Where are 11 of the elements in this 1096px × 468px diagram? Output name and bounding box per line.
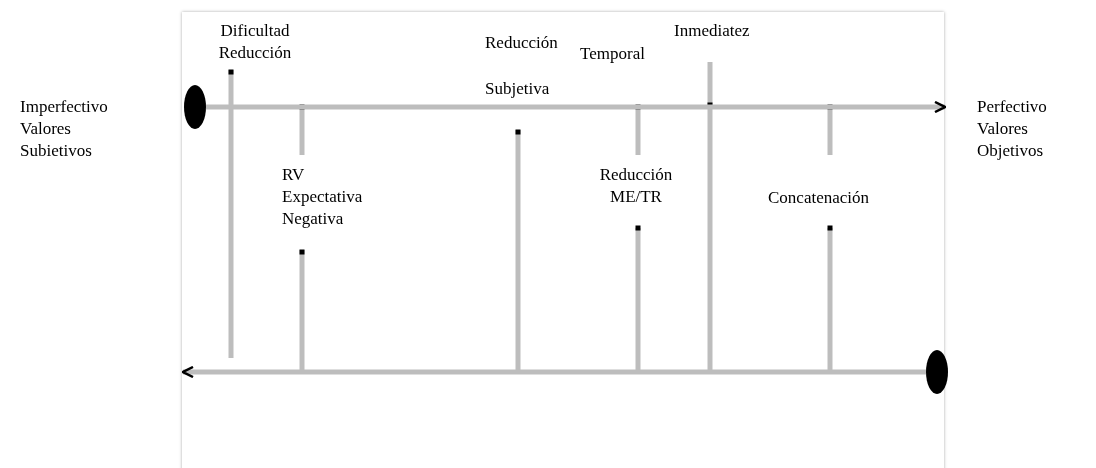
scale-label: Reducción ME/TR (598, 164, 674, 208)
scale-label: Imperfectivo Valores Subietivos (20, 96, 109, 162)
arrow (206, 100, 947, 114)
scale-label: Temporal (580, 43, 646, 65)
scale-label: Inmediatez (674, 20, 751, 42)
scale-label: RV Expectativa Negativa (282, 164, 364, 230)
scale-label: Perfectivo Valores Objetivos (977, 96, 1048, 162)
scale-label: Dificultad Reducción (217, 20, 293, 64)
scale-label: Reducción Subjetiva (485, 32, 559, 100)
arrow (181, 365, 926, 379)
scale-label: Concatenación (768, 187, 870, 209)
